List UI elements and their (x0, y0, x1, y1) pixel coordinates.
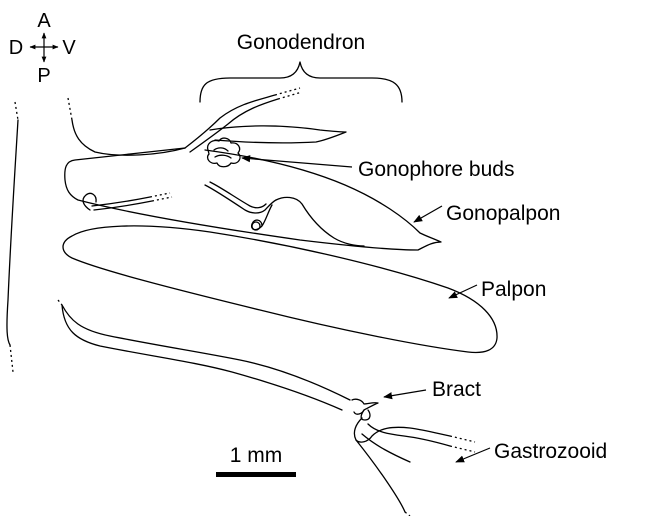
gonodendron (185, 88, 346, 167)
gonopalpon-text: Gonopalpon (446, 202, 560, 225)
gonodendron-bracket (200, 62, 402, 102)
palpon (63, 226, 497, 353)
palpon-text: Palpon (481, 278, 546, 301)
posterior-label: P (37, 65, 50, 87)
label-gonodendron: Gonodendron (237, 31, 365, 54)
gonophore-buds-text: Gonophore buds (358, 158, 514, 181)
scale-bar-line (216, 472, 296, 477)
orientation-compass: A P D V (9, 10, 77, 87)
gastrozooid-text: Gastrozooid (494, 440, 607, 463)
scale-bar: 1 mm (216, 444, 296, 477)
label-bract: Bract (384, 378, 481, 401)
label-gonophore-buds: Gonophore buds (242, 158, 514, 181)
gonodendron-text: Gonodendron (237, 31, 365, 54)
label-gastrozooid: Gastrozooid (456, 440, 607, 463)
ventral-label: V (62, 37, 76, 59)
gastrozooid (354, 418, 475, 516)
bract-text: Bract (432, 378, 481, 401)
label-palpon: Palpon (449, 278, 546, 301)
scale-bar-label: 1 mm (230, 444, 283, 467)
stem-outline (7, 98, 185, 372)
label-gonopalpon: Gonopalpon (414, 202, 560, 225)
lower-stem (58, 300, 350, 410)
anterior-label: A (37, 10, 51, 32)
bract (352, 399, 378, 420)
dorsal-label: D (9, 37, 23, 59)
